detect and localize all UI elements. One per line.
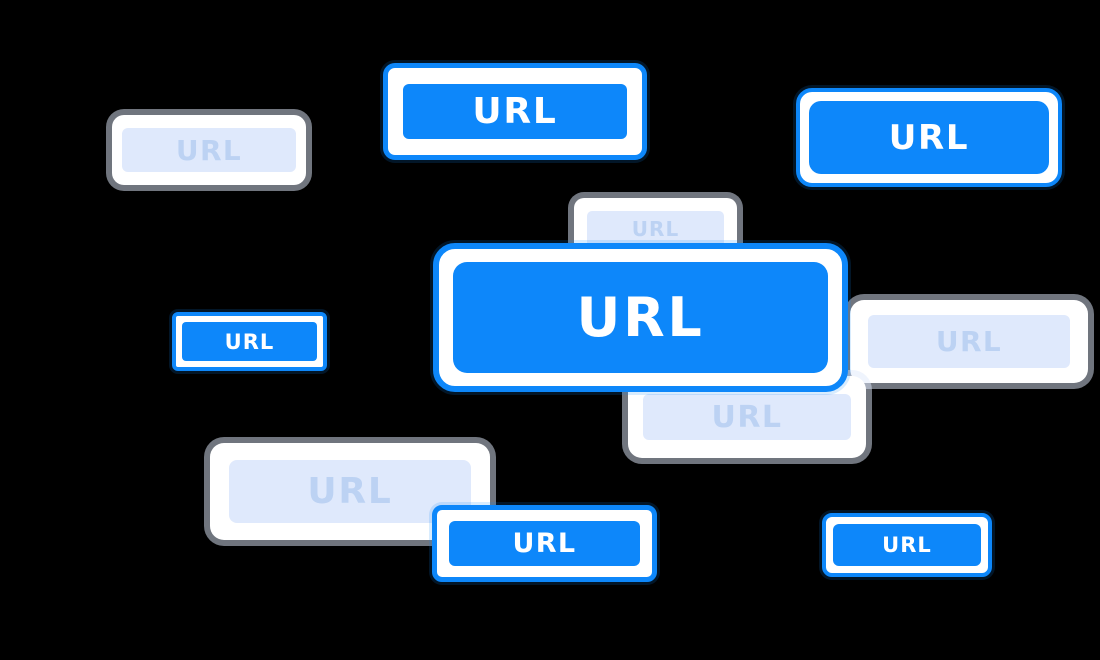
url-badge-label: URL xyxy=(403,84,627,139)
url-badge-center-large[interactable]: URL xyxy=(433,243,848,392)
url-badge-bottom-left-muted[interactable]: URL xyxy=(210,443,490,540)
url-badge-label: URL xyxy=(809,101,1049,174)
url-badge-label: URL xyxy=(587,211,724,247)
url-badge-label: URL xyxy=(229,460,471,523)
url-badge-top-center[interactable]: URL xyxy=(383,63,647,160)
url-badge-label: URL xyxy=(453,262,828,373)
url-badge-top-left-muted[interactable]: URL xyxy=(112,115,306,185)
url-badge-label: URL xyxy=(122,128,296,172)
url-badge-mid-left[interactable]: URL xyxy=(172,312,327,371)
url-badge-label: URL xyxy=(868,315,1070,368)
url-badge-label: URL xyxy=(449,521,640,566)
url-badge-label: URL xyxy=(833,524,981,566)
url-badge-label: URL xyxy=(182,322,317,361)
url-badge-bottom-right[interactable]: URL xyxy=(822,513,992,577)
url-badge-bottom-center[interactable]: URL xyxy=(432,505,657,582)
url-badge-mid-right-muted[interactable]: URL xyxy=(850,300,1088,383)
url-badge-label: URL xyxy=(643,394,851,440)
url-badge-top-right[interactable]: URL xyxy=(796,88,1062,187)
